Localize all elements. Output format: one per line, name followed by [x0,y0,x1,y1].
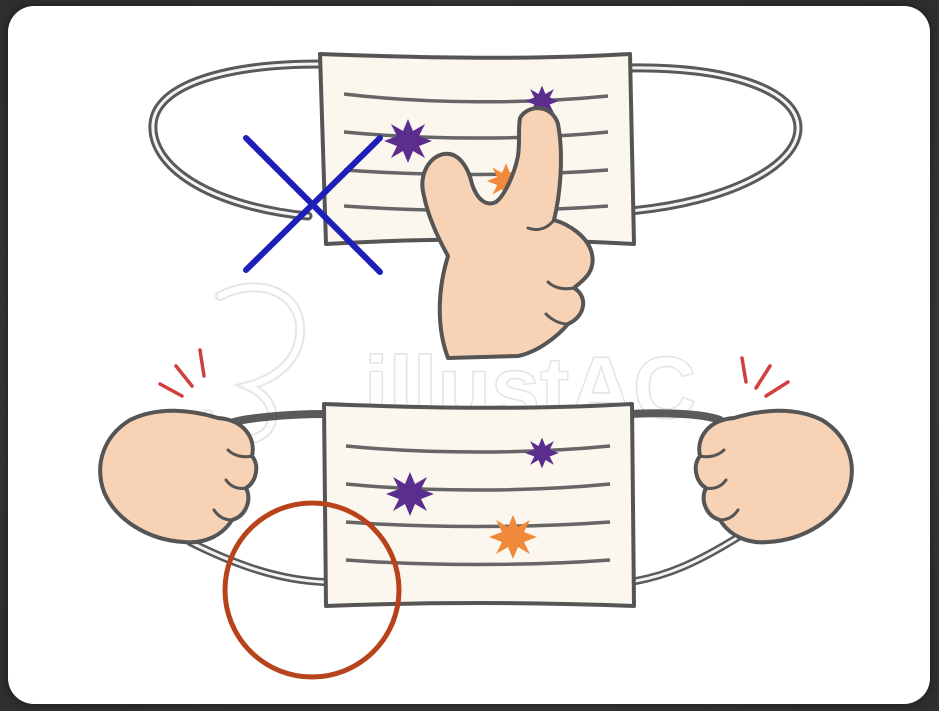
mask-illustration: illustAC [8,6,930,704]
illustration-card: illustAC [8,6,930,704]
bottom-mask-left-ear-loop [190,542,324,582]
stretch-lines-left-icon [160,350,204,396]
stretch-lines-right-icon [742,358,788,396]
top-mask-left-ear-loop [153,64,320,216]
bottom-mask-body [324,404,634,606]
top-mask-right-ear-loop [628,68,798,211]
bottom-mask-right-ear-loop [630,536,740,582]
left-hand-icon [100,411,256,543]
right-hand-icon [696,411,852,543]
bottom-mask-left-ear-loop [234,414,324,422]
